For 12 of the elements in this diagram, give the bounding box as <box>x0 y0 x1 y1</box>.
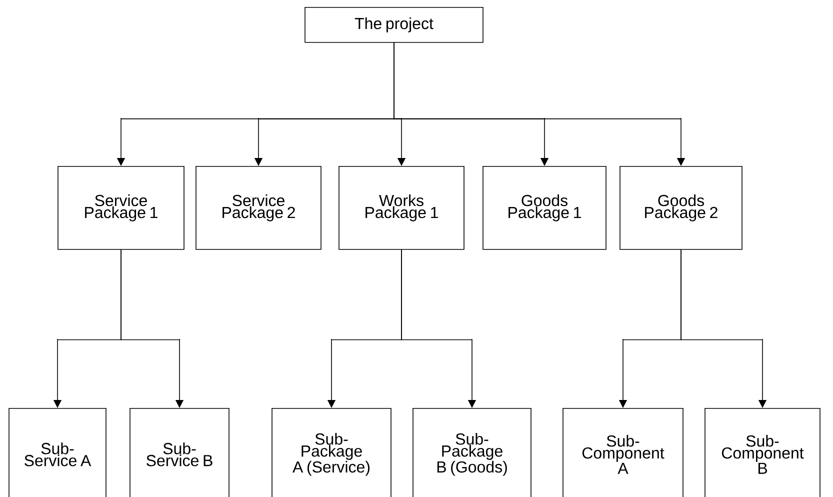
box: Service Package 1 <box>58 166 184 250</box>
box: The project <box>304 6 484 43</box>
box: Sub-Package A (Service) <box>272 408 392 497</box>
box: Sub-Package B (Goods) <box>412 408 532 497</box>
box: Works Package 1 <box>338 166 464 250</box>
box: Goods Package 2 <box>620 166 742 250</box>
box: Goods Package 1 <box>482 166 606 250</box>
box: Sub-Component B <box>704 408 820 497</box>
box: Sub-Component A <box>562 408 684 497</box>
box: Service Package 2 <box>196 166 322 250</box>
box: Sub-Service B <box>130 408 230 497</box>
box: Sub-Service A <box>8 408 106 497</box>
